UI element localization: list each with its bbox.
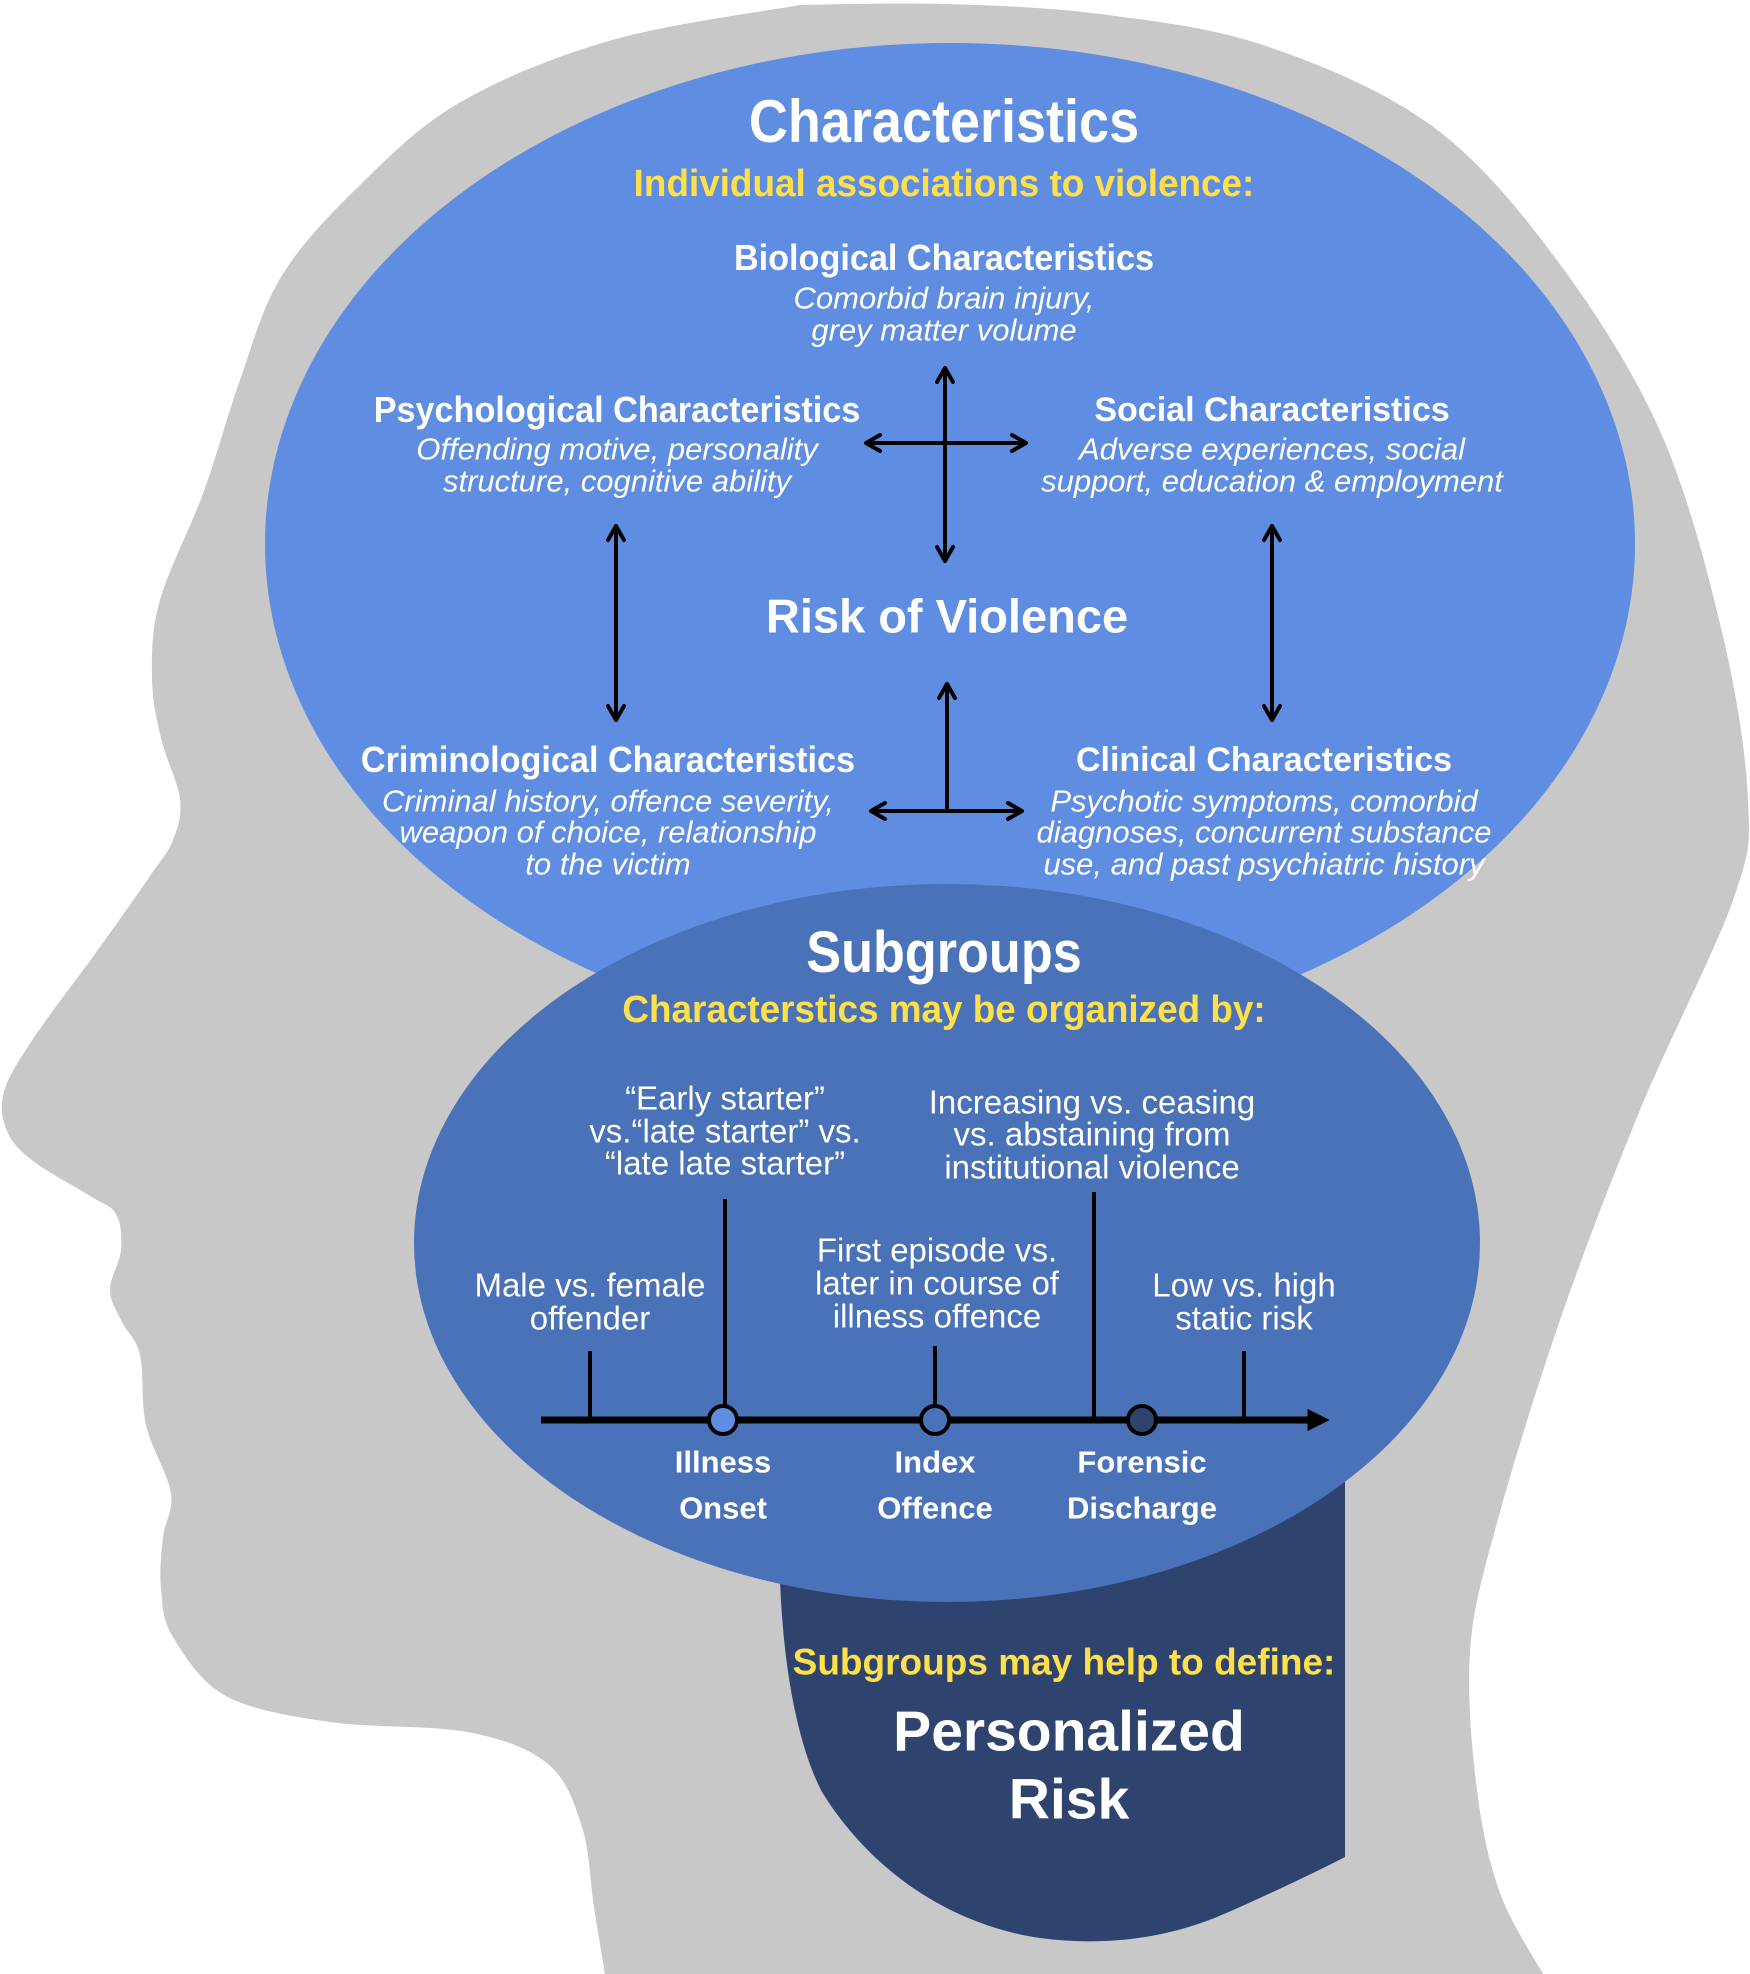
criminological-description-line: Criminal history, offence severity, <box>382 783 834 819</box>
criminological-description-line: to the victim <box>525 846 691 882</box>
criterion-onset-line: “late late starter” <box>604 1144 846 1182</box>
event-forensic-discharge-label: Forensic <box>1077 1444 1207 1480</box>
personalized-risk-title-line: Risk <box>1008 1767 1130 1832</box>
marker-index-offence <box>919 1404 951 1436</box>
clinical-description-line: diagnoses, concurrent substance <box>1036 814 1492 850</box>
characteristics-title: Characteristics <box>748 88 1140 155</box>
marker-forensic-discharge <box>1126 1404 1158 1436</box>
event-forensic-discharge-label: Discharge <box>1067 1490 1217 1526</box>
psychological-description-line: Offending motive, personality <box>416 431 818 467</box>
psychological-title: Psychological Characteristics <box>373 389 861 430</box>
risk-of-violence-label: Risk of Violence <box>765 589 1129 643</box>
biological-description-line: grey matter volume <box>811 312 1077 348</box>
criterion-static-risk-line: Low vs. high <box>1152 1266 1336 1304</box>
criterion-institutional-line: vs. abstaining from <box>953 1115 1231 1153</box>
social-description-line: Adverse experiences, social <box>1079 431 1465 467</box>
event-illness-onset-label: Illness <box>674 1444 772 1480</box>
personalized-risk-title-line: Personalized <box>893 1699 1245 1764</box>
biological-title: Biological Characteristics <box>733 237 1155 278</box>
criterion-onset-line: “Early starter” <box>625 1079 825 1117</box>
marker-illness-onset <box>707 1404 739 1436</box>
criterion-onset-line: vs.“late starter” vs. <box>589 1112 861 1150</box>
psychological-description-line: structure, cognitive ability <box>442 463 792 499</box>
event-illness-onset-label: Onset <box>679 1490 767 1526</box>
criterion-institutional-line: institutional violence <box>944 1148 1240 1186</box>
event-index-offence-label: Index <box>894 1444 976 1480</box>
criminological-title: Criminological Characteristics <box>360 739 856 780</box>
subgroups-title: Subgroups <box>806 920 1082 985</box>
criterion-episode-line: First episode vs. <box>816 1231 1058 1269</box>
social-title: Social Characteristics <box>1094 391 1450 429</box>
clinical-description-line: use, and past psychiatric history <box>1043 846 1485 882</box>
criterion-sex-line: Male vs. female <box>474 1266 706 1304</box>
criterion-episode-line: illness offence <box>832 1297 1042 1335</box>
criminological-description-line: weapon of choice, relationship <box>399 814 817 850</box>
clinical-description-line: Psychotic symptoms, comorbid <box>1050 783 1478 819</box>
criterion-sex-line: offender <box>529 1299 651 1337</box>
criterion-episode-line: later in course of <box>815 1264 1059 1302</box>
criterion-institutional-line: Increasing vs. ceasing <box>928 1083 1256 1121</box>
biological-description-line: Comorbid brain injury, <box>793 280 1095 316</box>
clinical-title: Clinical Characteristics <box>1075 741 1453 779</box>
event-index-offence-label: Offence <box>877 1490 993 1526</box>
outcome-subtitle: Subgroups may help to define: <box>792 1641 1336 1683</box>
characteristics-subtitle: Individual associations to violence: <box>633 163 1255 205</box>
social-description-line: support, education & employment <box>1041 463 1503 499</box>
subgroups-subtitle: Characterstics may be organized by: <box>622 989 1266 1031</box>
criterion-static-risk-line: static risk <box>1175 1299 1313 1337</box>
